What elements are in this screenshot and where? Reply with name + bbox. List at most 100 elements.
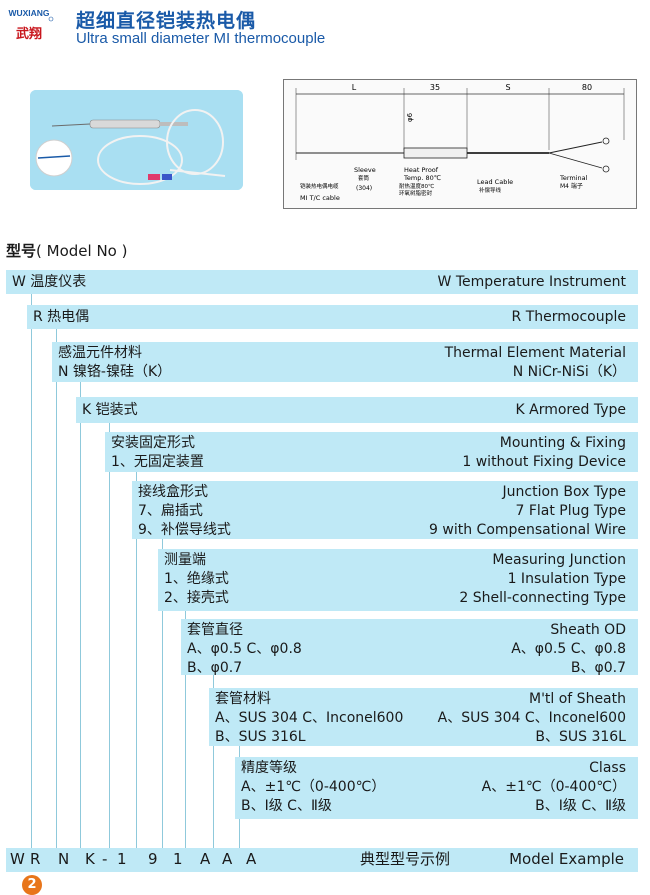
code-row-left-text: 测量端 [164,552,206,568]
code-row-right-text: 1 without Fixing Device [462,454,626,470]
code-row-right-text: B、Ⅰ级 C、Ⅱ级 [535,798,626,814]
example-code-char: A [200,850,211,868]
code-row-right-text: R Thermocouple [511,308,626,325]
code-row-left-text: 7、扁插式 [138,503,203,519]
dim-35-label: 35 [430,83,440,92]
code-row-left-text: A、±1℃（0-400℃） [241,779,386,795]
logo-brand-cn: 武翔 [16,26,42,42]
connector-line [162,539,163,848]
code-row-right-text: Sheath OD [550,622,626,638]
sleeve-cn-label: 套筒 [358,174,370,182]
code-row-left-text: 感温元件材料 [58,345,142,361]
connector-line [213,675,214,848]
model-heading-en: ( Model No ) [36,242,128,260]
heat-temp-label: Temp. 80℃ [403,174,441,182]
code-row-left-text: N 镍铬-镍硅（K） [58,364,172,380]
model-heading-cn: 型号 [6,242,37,260]
dim-s-label: S [505,83,510,92]
code-row-left-text: 接线盒形式 [138,484,208,500]
code-row-left-text: 1、无固定装置 [111,454,204,470]
code-row-bar [158,549,638,611]
code-row-right-text: 2 Shell-connecting Type [459,590,626,606]
code-row-left-text: 2、接壳式 [164,590,229,606]
code-row-right-text: 9 with Compensational Wire [429,522,626,538]
code-row-right-text: A、SUS 304 C、Inconel600 [437,710,626,726]
code-row-right-text: A、φ0.5 C、φ0.8 [511,641,626,657]
mi-cn-label: 铠装热电偶电缆 [300,182,339,190]
example-code-char: 1 [173,850,183,868]
example-label-cn: 典型型号示例 [360,850,451,868]
phi6-label: φ6 [406,112,414,122]
code-row-right-text: A、±1℃（0-400℃） [481,779,626,795]
code-row-bar [132,481,638,539]
code-row-right-text: K Armored Type [515,401,626,418]
product-photo [30,90,243,190]
terminal-m4-label: M4 端子 [560,182,583,190]
dim-l-label: L [352,83,357,92]
example-code-char: W [10,850,25,868]
code-row-bar [76,397,638,423]
example-code-char: R [30,850,41,868]
code-row-bar [235,757,638,819]
page-number-badge: 2 [22,875,42,895]
code-row-left-text: A、SUS 304 C、Inconel600 [215,710,404,726]
lead-cable-label: Lead Cable [477,178,513,186]
sleeve-label: Sleeve [354,166,376,174]
terminal-label: Terminal [559,174,588,182]
code-row-left-text: B、SUS 316L [215,729,306,745]
code-row-right-text: Measuring Junction [492,552,626,568]
code-row-bar [209,688,638,746]
code-row-right-text: B、φ0.7 [570,660,626,676]
code-row-right-text: 1 Insulation Type [507,571,626,587]
example-bar [6,848,638,872]
code-row-left-text: R 热电偶 [33,308,90,325]
heat-cn2-label: 环氧树脂密封 [399,189,433,197]
brand-logo: WUXIANG 武翔 [4,4,54,46]
code-row-left-text: 1、绝缘式 [164,571,229,587]
code-row-right-text: Thermal Element Material [444,345,626,361]
connector-line [56,329,57,848]
page-title-en: Ultra small diameter MI thermocouple [76,30,326,47]
code-row-left-text: 套管直径 [187,622,243,638]
code-row-left-text: B、φ0.7 [187,660,243,676]
example-code-char: A [222,850,233,868]
code-row-right-text: 7 Flat Plug Type [515,503,626,519]
code-row-right-text: W Temperature Instrument [437,273,626,290]
example-code-char: 1 [117,850,127,868]
code-row-left-text: 套管材料 [215,691,271,707]
sleeve-mat-label: (304) [356,185,372,192]
code-row-left-text: 精度等级 [241,760,297,776]
connector-line [31,294,32,848]
example-code-char: N [58,850,70,868]
example-label-en: Model Example [509,850,624,868]
lead-cn-label: 补偿导线 [479,186,502,194]
example-code-char: A [246,850,257,868]
code-row-left-text: K 铠装式 [82,401,138,418]
code-row-left-text: 9、补偿导线式 [138,522,231,538]
mi-en-label: MI T/C cable [300,194,340,202]
dim-80-label: 80 [582,83,592,92]
example-code-char: - [102,850,108,868]
heat-cn-label: 耐热温度80℃ [399,182,434,190]
code-row-bar [27,305,638,329]
example-code-char: 9 [148,850,158,868]
heat-proof-label: Heat Proof [404,166,439,174]
code-row-right-text: B、SUS 316L [535,729,626,745]
code-row-right-text: Mounting & Fixing [499,435,626,451]
code-row-left-text: A、φ0.5 C、φ0.8 [187,641,302,657]
example-code-char: K [85,850,95,868]
code-row-left-text: W 温度仪表 [12,273,87,290]
model-heading: 型号( Model No ) [6,240,127,261]
code-row-left-text: 安装固定形式 [111,435,195,451]
technical-drawing: L 35 S 80 φ6 Sleeve 套筒 (304) Heat Proof … [283,79,637,209]
code-row-right-text: Junction Box Type [502,484,626,500]
code-row-bar [105,432,638,472]
connector-line [109,423,110,848]
connector-line [136,472,137,848]
page-title-cn: 超细直径铠装热电偶 [76,10,257,32]
code-row-right-text: N NiCr-NiSi（K） [512,364,626,380]
code-row-bar [6,270,638,294]
logo-brand-text: WUXIANG [8,8,49,18]
connector-line [185,611,186,848]
